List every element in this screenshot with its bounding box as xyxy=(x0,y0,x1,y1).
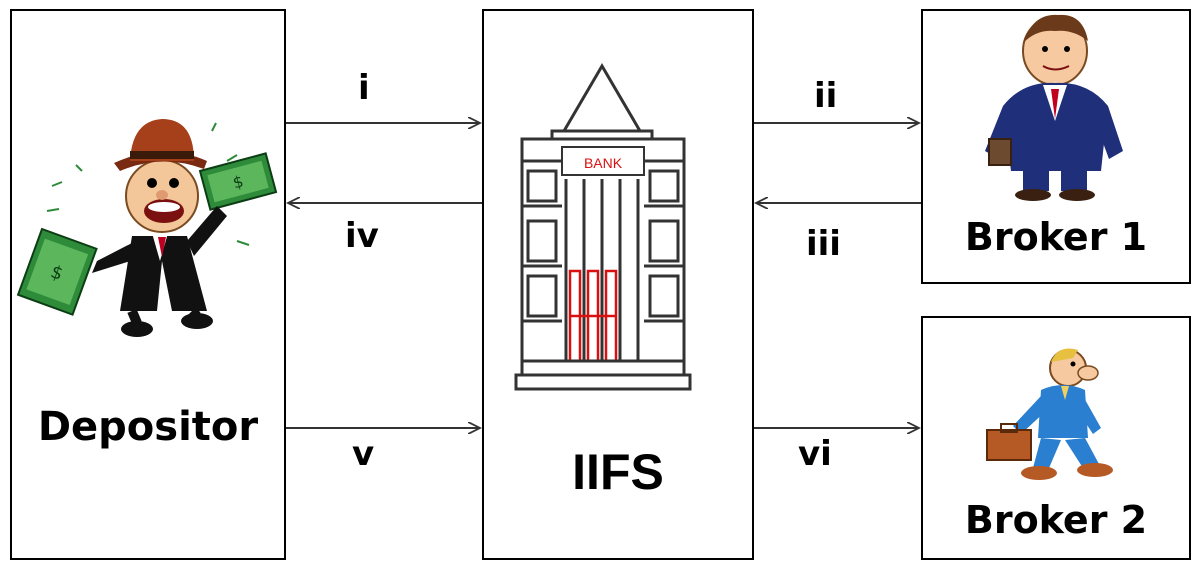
broker2-illustration xyxy=(986,348,1113,480)
edge-label-vi: vi xyxy=(798,434,832,474)
depositor-label: Depositor xyxy=(37,404,259,450)
broker1-label: Broker 1 xyxy=(964,215,1148,259)
iifs-label: IIFS xyxy=(572,444,664,500)
edge-label-i: i xyxy=(358,68,370,108)
svg-text:$: $ xyxy=(231,172,246,193)
broker2-box: Broker 2 xyxy=(921,316,1191,560)
edge-label-iii: iii xyxy=(806,224,841,264)
bank-sign: BANK xyxy=(584,155,623,171)
edge-label-iv: iv xyxy=(345,216,379,256)
bank-building-icon: BANK xyxy=(514,63,692,391)
broker1-illustration xyxy=(985,14,1123,201)
broker2-label: Broker 2 xyxy=(964,498,1148,542)
edge-label-v: v xyxy=(352,434,375,474)
iifs-box: BANK xyxy=(482,9,754,560)
depositor-box: $ $ xyxy=(10,9,286,560)
edge-label-ii: ii xyxy=(814,76,838,116)
broker1-box: Broker 1 xyxy=(921,9,1191,284)
depositor-illustration: $ $ xyxy=(16,119,278,337)
